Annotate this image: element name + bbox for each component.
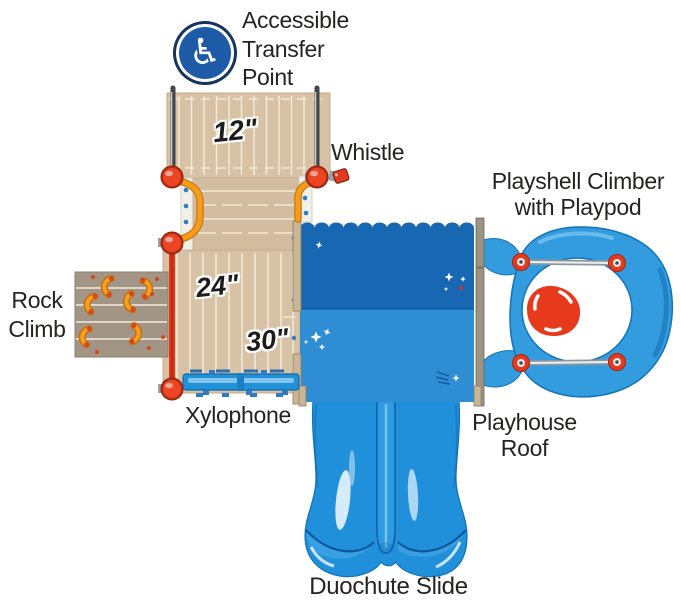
playpod	[527, 285, 581, 336]
climber-rail-connectors	[512, 253, 626, 372]
wheelchair-icon: ♿	[179, 27, 231, 79]
deck-height-24-label: 24"	[194, 268, 241, 304]
accessibility-badge: ♿	[173, 21, 237, 85]
roof-star-decals	[303, 240, 466, 385]
playshell-climber-shape	[482, 226, 674, 398]
climber-rails	[521, 259, 617, 366]
duochute-slide-label: Duochute Slide	[309, 573, 468, 600]
deck-height-30-label: 30"	[244, 322, 291, 358]
accessible-transfer-point-label: Accessible Transfer Point	[242, 7, 349, 90]
playhouse-roof-label: Playhouse Roof	[472, 409, 577, 461]
deck-12in	[166, 92, 331, 179]
support-posts	[170, 85, 320, 177]
badge-white-ring: ♿	[176, 24, 234, 82]
post-cap-connectors	[158, 165, 329, 401]
rock-climb-label: Rock Climb	[8, 287, 66, 342]
playshell-climber-label: Playshell Climber with Playpod	[491, 168, 665, 220]
handrail-left	[172, 176, 204, 244]
rock-climb-panel	[74, 271, 169, 358]
xylophone-bar	[182, 369, 300, 395]
playhouse-roof-panel	[300, 222, 474, 402]
duochute-slide-shape	[304, 400, 468, 578]
deck-24-30	[162, 235, 301, 397]
xylophone-label: Xylophone	[185, 402, 291, 428]
climbing-holds	[81, 275, 165, 354]
whistle-label: Whistle	[331, 139, 405, 165]
transfer-ramp	[180, 175, 313, 251]
deck-height-12-label: 12"	[211, 112, 259, 149]
